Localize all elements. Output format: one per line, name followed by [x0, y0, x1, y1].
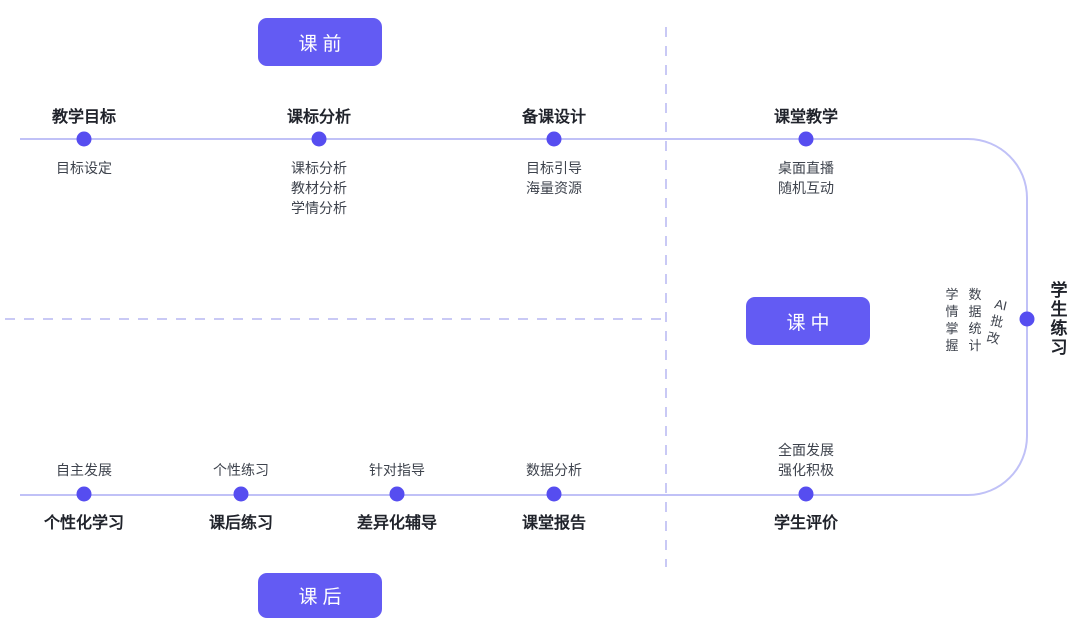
station-details: 全面发展 强化积极: [778, 440, 834, 480]
station-detail-line: 针对指导: [369, 462, 425, 478]
timeline-dot: [1019, 311, 1035, 327]
station-detail-vertical: 数据统计: [968, 287, 982, 353]
station-detail-line: 个性练习: [213, 462, 269, 478]
station-detail-line: 自主发展: [56, 462, 112, 478]
station-title: 课堂教学: [773, 109, 839, 126]
station-detail-vertical: 学情掌握: [945, 287, 959, 353]
station-details: 自主发展: [56, 460, 112, 480]
station-detail-line: 教材分析: [291, 180, 347, 196]
timeline-dot: [798, 486, 814, 502]
timeline-dot: [546, 131, 562, 147]
station-title: 学生评价: [773, 515, 839, 532]
station-detail-line: 桌面直播: [778, 160, 834, 176]
station-details: 目标引导 海量资源: [526, 158, 582, 198]
timeline-dot: [546, 486, 562, 502]
station-detail-line: 强化积极: [778, 462, 834, 478]
station-detail-line: 目标引导: [526, 160, 582, 176]
station-detail-line: 目标设定: [56, 160, 112, 176]
station-details: 课标分析 教材分析 学情分析: [291, 158, 347, 218]
timeline-dot: [311, 131, 327, 147]
station-title: 课堂报告: [521, 515, 587, 532]
station-title: 教学目标: [51, 109, 117, 126]
timeline-dot: [76, 486, 92, 502]
horizontal-dashed-divider: [5, 318, 663, 320]
station-title-vertical: 学生练习: [1050, 281, 1068, 357]
stage-button-in-class[interactable]: 课中: [746, 297, 870, 345]
stage-button-post-class[interactable]: 课后: [258, 573, 382, 618]
station-detail-line: 随机互动: [778, 180, 834, 196]
station-details: 目标设定: [56, 158, 112, 178]
station-details: 针对指导: [369, 460, 425, 480]
timeline-dot: [233, 486, 249, 502]
station-details: 个性练习: [213, 460, 269, 480]
station-details: 桌面直播 随机互动: [778, 158, 834, 198]
station-title: 课后练习: [208, 515, 274, 532]
station-details: 数据分析: [526, 460, 582, 480]
timeline-dot: [798, 131, 814, 147]
stage-button-pre-class[interactable]: 课前: [258, 18, 382, 66]
station-detail-line: 课标分析: [291, 160, 347, 176]
timeline-dot: [76, 131, 92, 147]
station-title: 备课设计: [521, 109, 587, 126]
station-detail-line: 数据分析: [526, 462, 582, 478]
timeline-dot: [389, 486, 405, 502]
vertical-dashed-divider: [665, 27, 667, 567]
station-title: 差异化辅导: [356, 515, 438, 532]
station-title: 个性化学习: [43, 515, 125, 532]
flow-path-line: [20, 138, 1028, 496]
station-detail-line: 学情分析: [291, 200, 347, 216]
station-detail-line: 海量资源: [526, 180, 582, 196]
station-title: 课标分析: [286, 109, 352, 126]
station-detail-line: 全面发展: [778, 442, 834, 458]
